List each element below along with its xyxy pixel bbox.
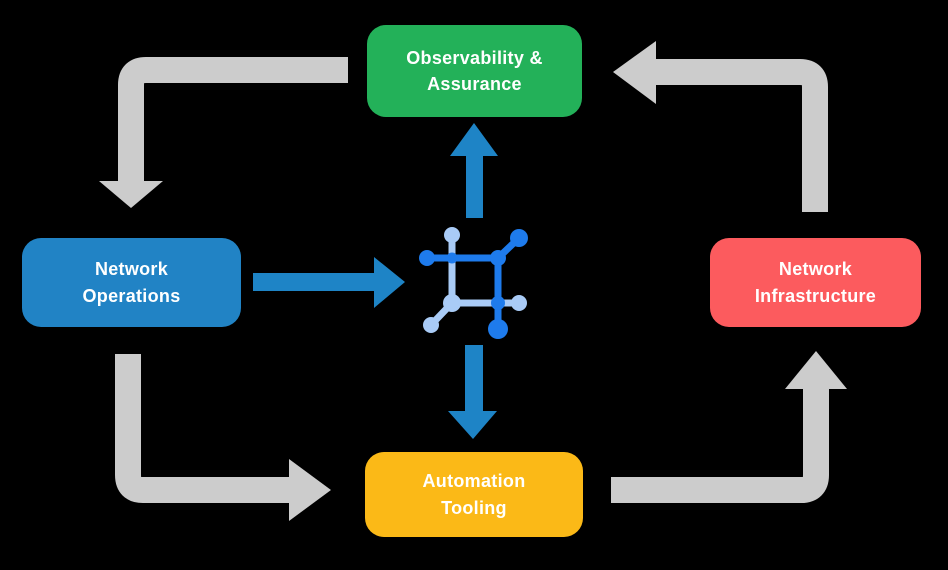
node-network-operations-label: Network Operations — [82, 259, 181, 306]
network-mesh-icon — [419, 227, 528, 339]
hub-arrow-center-to-automation — [448, 345, 497, 439]
cycle-arrow-observability-to-operations — [99, 57, 348, 208]
hub-arrow-operations-to-center — [253, 257, 405, 308]
node-observability-assurance: Observability & Assurance — [367, 25, 582, 117]
cycle-arrow-operations-to-automation — [115, 354, 331, 521]
hub-arrow-center-to-observability — [450, 123, 498, 218]
node-observability-assurance-label: Observability & Assurance — [406, 47, 543, 94]
node-network-operations: Network Operations — [22, 238, 241, 327]
node-network-infrastructure-label: Network Infrastructure — [754, 259, 877, 306]
node-network-infrastructure: Network Infrastructure — [710, 238, 921, 327]
cycle-arrow-automation-to-infrastructure — [611, 351, 847, 503]
cycle-arrow-infrastructure-to-observability — [613, 41, 828, 212]
node-automation-tooling: Automation Tooling — [365, 452, 583, 537]
node-automation-tooling-label: Automation Tooling — [422, 471, 526, 518]
